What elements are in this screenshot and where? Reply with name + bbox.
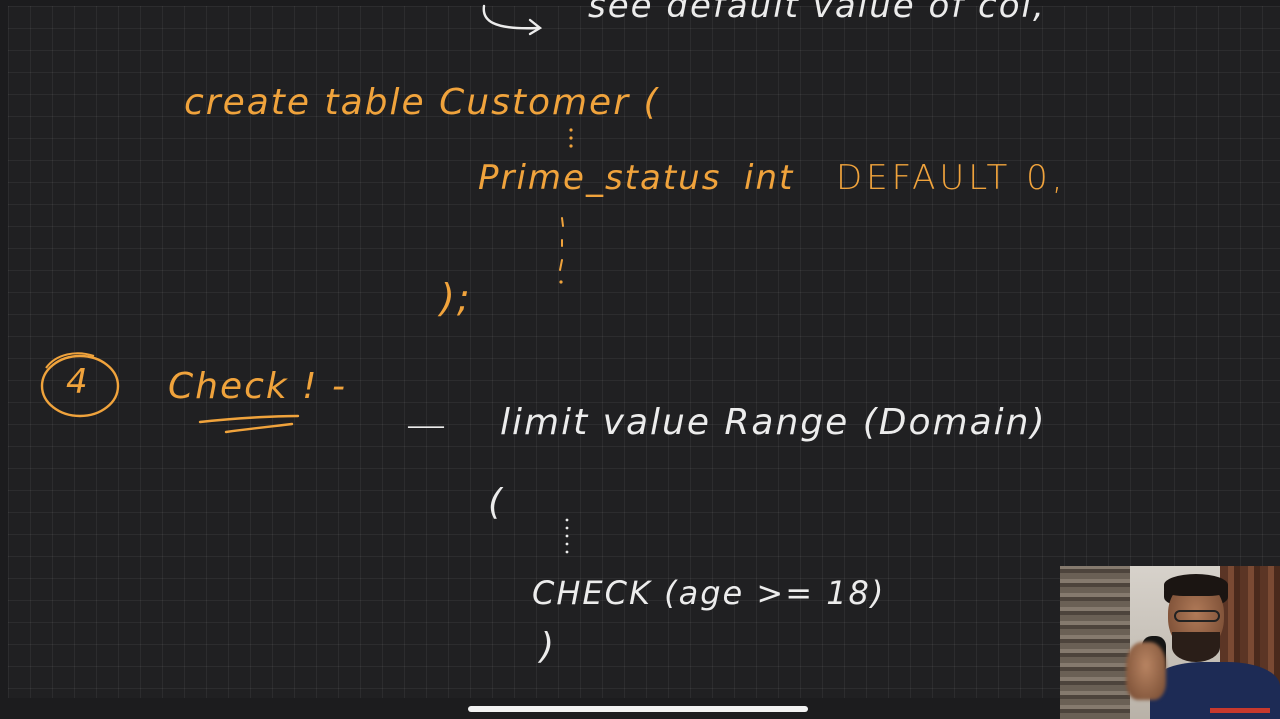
whiteboard-canvas [8, 6, 1280, 698]
ellipsis-dots-3 [565, 518, 569, 554]
column-type: int [744, 158, 795, 198]
open-paren: ( [488, 482, 505, 523]
check-heading: Check ! - [168, 366, 348, 407]
default-value-note: see default value of col, [588, 0, 1046, 26]
column-default: DEFAULT 0, [836, 158, 1067, 198]
section-number: 4 [66, 362, 90, 402]
presenter-webcam [1060, 566, 1280, 719]
dash-mark: — [406, 402, 448, 448]
close-paren-line: ); [440, 276, 472, 320]
create-table-line: create table Customer ( [184, 82, 660, 123]
arrow-icon [482, 4, 543, 36]
closing-paren: ) [540, 626, 557, 667]
column-name: Prime_status [478, 158, 722, 198]
ellipsis-dots-2 [559, 217, 564, 284]
ellipsis-dots [569, 128, 573, 148]
underline [198, 414, 300, 434]
limit-value-range-note: limit value Range (Domain) [500, 402, 1047, 443]
home-indicator-bar[interactable] [468, 706, 808, 712]
check-constraint-expression: CHECK (age >= 18) [532, 574, 886, 612]
circle-icon [40, 352, 120, 418]
